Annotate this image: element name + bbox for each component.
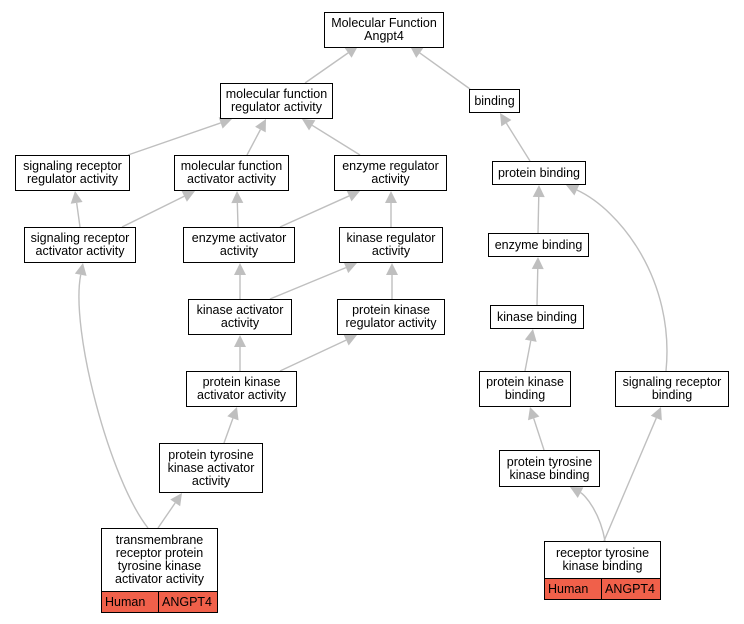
arrowhead-mfreg-from-enzreg <box>302 119 316 131</box>
arrowhead-ptkbinding-from-rtkbinding <box>570 487 584 498</box>
edge-root-from-binding <box>419 52 471 90</box>
node-root[interactable]: Molecular Function Angpt4 <box>324 12 444 48</box>
node-label: kinase regulator activity <box>346 231 436 258</box>
node-label: protein kinase regulator activity <box>345 303 437 330</box>
node-label: kinase activator activity <box>196 303 284 330</box>
arrowhead-pkact-from-ptkact <box>227 407 239 421</box>
edge-binding-from-protbinding <box>505 122 531 162</box>
arrowhead-mfact-from-sigrecact <box>181 190 195 202</box>
node-label: Molecular Function Angpt4 <box>331 16 437 43</box>
node-label: transmembrane receptor protein tyrosine … <box>115 533 204 586</box>
node-label: signaling receptor activator activity <box>30 231 130 258</box>
arrowhead-kinasereg-from-kinaseact <box>343 262 357 274</box>
node-kinase-act[interactable]: kinase activator activity <box>188 299 292 335</box>
node-pk-act[interactable]: protein kinase activator activity <box>186 371 297 407</box>
node-label: molecular function regulator activity <box>225 87 328 114</box>
gene-cell: ANGPT4 <box>158 592 217 612</box>
edge-sigrecbinding-from-rtkbinding <box>603 417 657 542</box>
arrowhead-kinasereg-from-pkreg <box>386 263 398 275</box>
annotation-row: Human ANGPT4 <box>102 591 217 612</box>
node-label: enzyme regulator activity <box>342 159 439 186</box>
edge-mfreg-from-enzreg <box>311 124 361 156</box>
edge-ptkact-from-tmact <box>157 502 176 529</box>
node-mf-regulator[interactable]: molecular function regulator activity <box>220 83 333 119</box>
edge-mfact-from-enzact <box>236 202 239 228</box>
node-ptk-binding[interactable]: protein tyrosine kinase binding <box>499 450 600 487</box>
arrowhead-ptkact-from-tmact <box>170 493 182 507</box>
node-annotated-rtk-binding[interactable]: receptor tyrosine kinase binding Human A… <box>544 541 661 600</box>
node-kinase-binding[interactable]: kinase binding <box>490 305 584 329</box>
arrowhead-sigrecbinding-from-rtkbinding <box>650 407 662 421</box>
node-label: protein tyrosine kinase activator activi… <box>167 447 255 488</box>
arrowhead-pkreg-from-pkact <box>343 334 357 346</box>
arrowhead-mfact-from-enzact <box>231 191 244 204</box>
node-enzyme-act[interactable]: enzyme activator activity <box>183 227 295 263</box>
node-ptk-act[interactable]: protein tyrosine kinase activator activi… <box>159 443 263 493</box>
node-label: signaling receptor regulator activity <box>23 159 122 186</box>
arrowhead-kinasebinding-from-pkbinding <box>524 329 537 342</box>
edge-enzreg-from-enzact <box>279 195 350 228</box>
node-label: enzyme binding <box>494 237 583 252</box>
edge-mfreg-from-mfact <box>246 129 262 156</box>
edge-pkbinding-from-ptkbinding <box>533 418 545 451</box>
node-label: protein tyrosine kinase binding <box>506 454 593 482</box>
arrowhead-enzreg-from-enzact <box>346 190 360 202</box>
species-cell: Human <box>102 592 158 612</box>
node-label: enzyme activator activity <box>191 231 287 258</box>
node-annotated-tm-rptk-activator[interactable]: transmembrane receptor protein tyrosine … <box>101 528 218 613</box>
arrowhead-mfreg-from-mfact <box>255 119 266 133</box>
node-enzyme-reg[interactable]: enzyme regulator activity <box>334 155 447 191</box>
arrowhead-binding-from-protbinding <box>500 113 512 127</box>
node-label: molecular function activator activity <box>180 159 283 186</box>
edge-sigrecact-from-tmact <box>78 274 149 529</box>
edge-protbinding-from-sigrecbinding <box>576 189 668 372</box>
arrowhead-protbinding-from-sigrecbinding <box>566 184 580 196</box>
node-label: receptor tyrosine kinase binding <box>555 546 650 573</box>
node-label: protein binding <box>497 165 580 180</box>
arrowhead-kinaseact-from-pkact <box>234 335 246 347</box>
arrowhead-mfreg-from-sigrecreg <box>218 117 232 129</box>
node-label: binding <box>474 93 515 108</box>
node-label: kinase binding <box>497 309 577 324</box>
node-label: signaling receptor binding <box>622 375 722 402</box>
edge-pkreg-from-pkact <box>279 339 347 372</box>
annotation-row: Human ANGPT4 <box>545 578 660 599</box>
node-binding[interactable]: binding <box>469 89 520 113</box>
arrowhead-pkbinding-from-ptkbinding <box>528 407 540 421</box>
edge-ptkbinding-from-rtkbinding <box>580 492 606 542</box>
arrowhead-root-from-binding <box>410 46 424 58</box>
node-sig-rec-binding[interactable]: signaling receptor binding <box>615 371 729 407</box>
node-mf-activator[interactable]: molecular function activator activity <box>174 155 289 191</box>
node-sig-rec-reg[interactable]: signaling receptor regulator activity <box>15 155 130 191</box>
edge-mfact-from-sigrecact <box>121 195 185 228</box>
edge-sigrecreg-from-sigrecact <box>75 202 81 228</box>
edge-enzbinding-from-kinasebinding <box>536 268 539 306</box>
arrowhead-enzact-from-kinaseact <box>234 263 246 275</box>
edge-root-from-mf-regulator <box>304 52 349 84</box>
arrowhead-sigrecact-from-tmact <box>74 263 87 276</box>
arrowhead-protbinding-from-enzbinding <box>532 185 545 198</box>
edge-kinasebinding-from-pkbinding <box>524 340 532 372</box>
edge-protbinding-from-enzbinding <box>537 196 540 234</box>
edge-mfreg-from-sigrecreg <box>127 122 221 156</box>
edge-kinasereg-from-kinaseact <box>269 266 347 300</box>
node-label: protein kinase activator activity <box>197 375 286 402</box>
node-pk-reg[interactable]: protein kinase regulator activity <box>337 299 445 335</box>
arrowhead-sigrecreg-from-sigrecact <box>70 191 83 204</box>
arrowhead-enzreg-from-kinasereg <box>385 191 397 203</box>
species-cell: Human <box>545 579 601 599</box>
arrowhead-enzbinding-from-kinasebinding <box>531 257 544 270</box>
edge-pkact-from-ptkact <box>223 418 234 444</box>
node-pk-binding[interactable]: protein kinase binding <box>479 371 571 407</box>
arrowhead-root-from-mf-regulator <box>344 46 358 58</box>
node-label: protein kinase binding <box>486 375 564 402</box>
gene-cell: ANGPT4 <box>601 579 660 599</box>
node-enzyme-binding[interactable]: enzyme binding <box>488 233 589 257</box>
node-protein-binding[interactable]: protein binding <box>492 161 586 185</box>
node-kinase-reg[interactable]: kinase regulator activity <box>339 227 443 263</box>
node-sig-rec-act[interactable]: signaling receptor activator activity <box>24 227 136 263</box>
